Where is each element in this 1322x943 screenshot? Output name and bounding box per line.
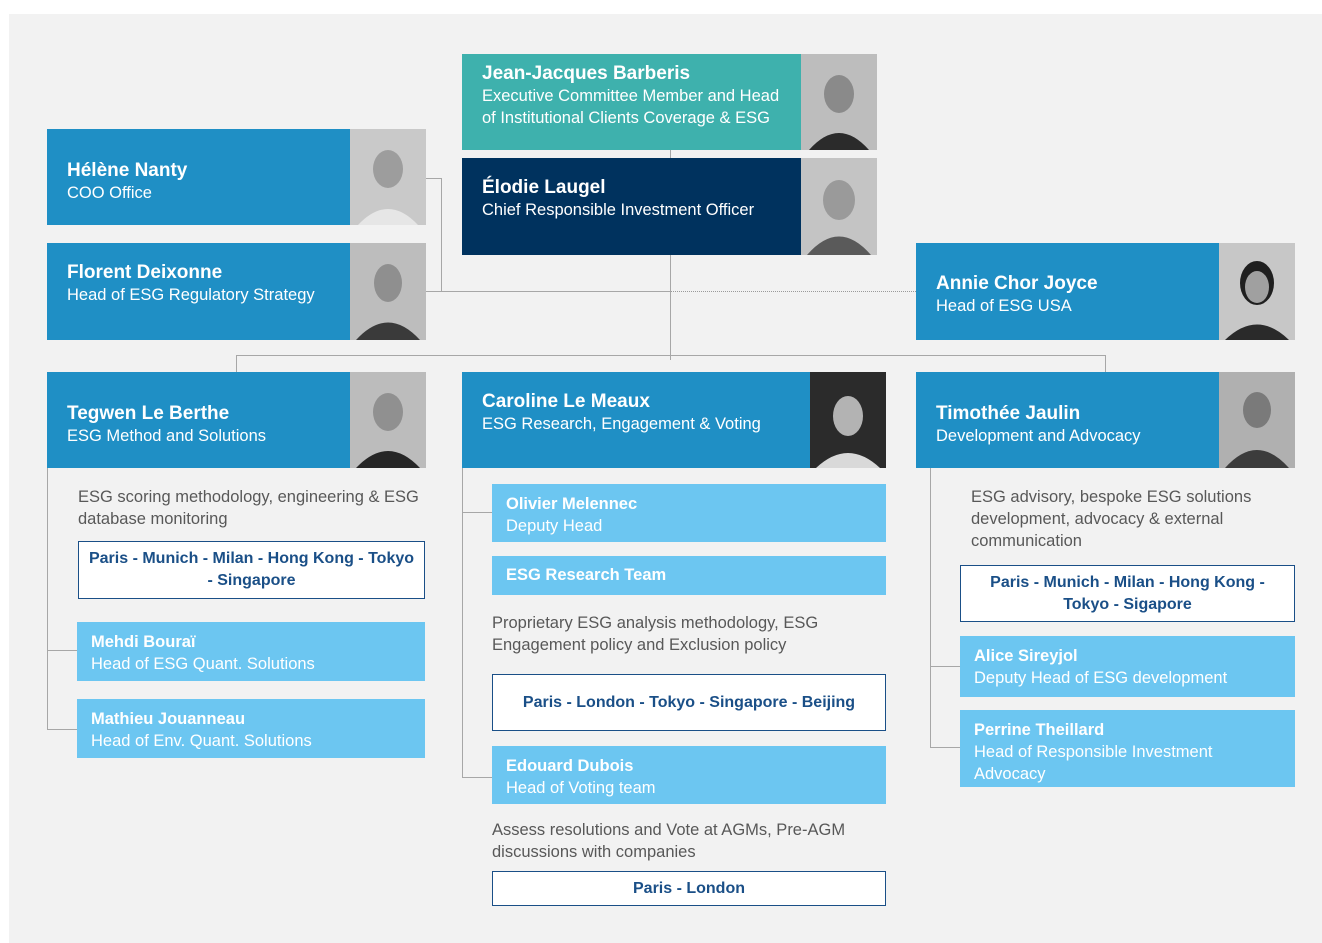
col2-head-photo <box>810 372 886 468</box>
head-role: Executive Committee Member and Head of I… <box>482 87 780 127</box>
connector-col1-members <box>47 468 48 730</box>
col2-deputy-role: Deputy Head <box>506 517 603 535</box>
col1-member-box-1: Mehdi Bouraï Head of ESG Quant. Solution… <box>77 622 425 681</box>
connector-usa-dotted <box>671 291 916 292</box>
regulatory-role: Head of ESG Regulatory Strategy <box>67 286 315 304</box>
cio-name: Élodie Laugel <box>482 177 606 198</box>
regulatory-box: Florent Deixonne Head of ESG Regulatory … <box>47 243 426 340</box>
coo-box: Hélène Nanty COO Office <box>47 129 426 225</box>
col1-description: ESG scoring methodology, engineering & E… <box>78 488 419 528</box>
connector-col2-members <box>462 468 463 778</box>
col3-member-role-2: Head of Responsible Investment Advocacy <box>974 743 1213 783</box>
col1-member-box-2: Mathieu Jouanneau Head of Env. Quant. So… <box>77 699 425 758</box>
connector-col3-member2 <box>930 747 960 748</box>
col2-voting-box: Edouard Dubois Head of Voting team <box>492 746 886 804</box>
usa-box: Annie Chor Joyce Head of ESG USA <box>916 243 1295 340</box>
col1-head-name: Tegwen Le Berthe <box>67 403 230 424</box>
col2-research-team-box: ESG Research Team <box>492 556 886 595</box>
col2-head-name: Caroline Le Meaux <box>482 391 650 412</box>
connector-col2-voting <box>462 777 492 778</box>
col2-deputy-box: Olivier Melennec Deputy Head <box>492 484 886 542</box>
col2-voting-name: Edouard Dubois <box>506 757 634 775</box>
usa-photo <box>1219 243 1295 340</box>
col3-member-name-2: Perrine Theillard <box>974 721 1105 739</box>
col1-member-name-2: Mathieu Jouanneau <box>91 710 246 728</box>
col3-member-role-1: Deputy Head of ESG development <box>974 669 1228 687</box>
cio-box: Élodie Laugel Chief Responsible Investme… <box>462 158 877 255</box>
connector-col1 <box>236 355 237 373</box>
col2-voting-description: Assess resolutions and Vote at AGMs, Pre… <box>492 821 846 861</box>
col1-head-box: Tegwen Le Berthe ESG Method and Solution… <box>47 372 426 468</box>
connector-staff-vertical <box>441 178 442 292</box>
col3-member-name-1: Alice Sireyjol <box>974 647 1078 665</box>
col2-voting-locations: Paris - London <box>492 871 886 906</box>
col3-head-role: Development and Advocacy <box>936 427 1141 445</box>
col2-research-locations: Paris - London - Tokyo - Singapore - Bei… <box>492 674 886 731</box>
connector-main-vertical <box>670 150 671 360</box>
col3-description: ESG advisory, bespoke ESG solutions deve… <box>971 488 1252 550</box>
connector-staff-horizontal <box>426 291 670 292</box>
col1-head-photo <box>350 372 426 468</box>
col3-member-box-2: Perrine Theillard Head of Responsible In… <box>960 710 1295 787</box>
col3-head-name: Timothée Jaulin <box>936 403 1081 424</box>
col2-research-description: Proprietary ESG analysis methodology, ES… <box>492 614 819 654</box>
col2-deputy-name: Olivier Melennec <box>506 495 638 513</box>
usa-name: Annie Chor Joyce <box>936 273 1098 294</box>
col1-member-role-2: Head of Env. Quant. Solutions <box>91 732 312 750</box>
col1-locations: Paris - Munich - Milan - Hong Kong - Tok… <box>78 541 425 599</box>
regulatory-name: Florent Deixonne <box>67 262 223 283</box>
col3-head-box: Timothée Jaulin Development and Advocacy <box>916 372 1295 468</box>
coo-role: COO Office <box>67 184 152 202</box>
col1-head-role: ESG Method and Solutions <box>67 427 267 445</box>
col2-head-role: ESG Research, Engagement & Voting <box>482 415 761 433</box>
connector-col3-member1 <box>930 666 960 667</box>
cio-photo <box>801 158 877 255</box>
connector-col1-member1 <box>47 650 77 651</box>
connector-col3-members <box>930 468 931 748</box>
head-name: Jean-Jacques Barberis <box>482 63 691 84</box>
connector-col1-member2 <box>47 729 77 730</box>
coo-photo <box>350 129 426 225</box>
usa-role: Head of ESG USA <box>936 297 1072 315</box>
col1-member-role-1: Head of ESG Quant. Solutions <box>91 655 315 673</box>
col3-locations: Paris - Munich - Milan - Hong Kong - Tok… <box>960 565 1295 622</box>
connector-col2-deputy <box>462 512 492 513</box>
col3-member-box-1: Alice Sireyjol Deputy Head of ESG develo… <box>960 636 1295 697</box>
col2-voting-role: Head of Voting team <box>506 779 656 797</box>
head-box: Jean-Jacques Barberis Executive Committe… <box>462 54 877 150</box>
regulatory-photo <box>350 243 426 340</box>
cio-role: Chief Responsible Investment Officer <box>482 201 755 219</box>
col3-head-photo <box>1219 372 1295 468</box>
col2-head-box: Caroline Le Meaux ESG Research, Engageme… <box>462 372 886 468</box>
head-photo <box>801 54 877 150</box>
coo-name: Hélène Nanty <box>67 160 188 181</box>
connector-col3 <box>1105 355 1106 373</box>
col1-member-name-1: Mehdi Bouraï <box>91 633 196 651</box>
col2-research-team-label: ESG Research Team <box>506 566 667 584</box>
connector-coo <box>426 178 442 179</box>
connector-columns-horizontal <box>236 355 1106 356</box>
